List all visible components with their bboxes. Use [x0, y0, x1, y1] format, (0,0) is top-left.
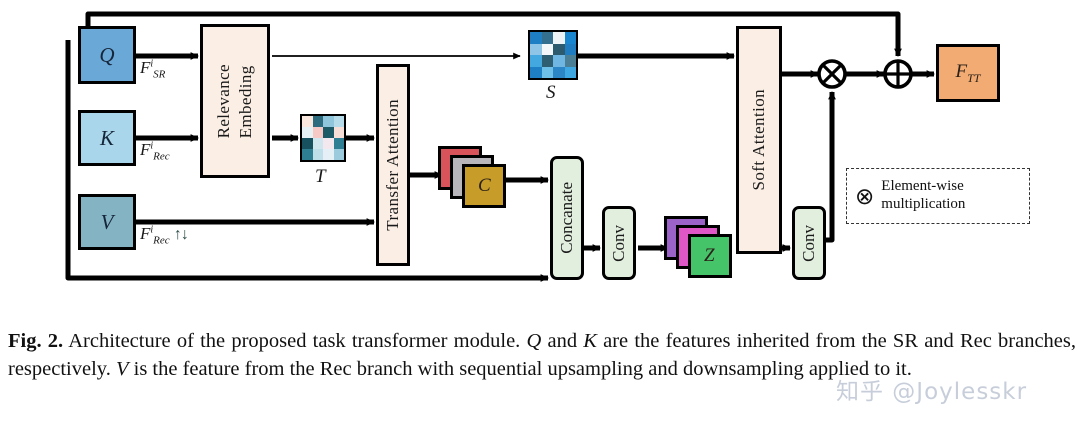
input-box-v[interactable]: V — [78, 194, 136, 250]
feature-map-layer — [688, 234, 732, 278]
matrix-s-label: S — [546, 82, 556, 103]
matrix-cell — [323, 116, 334, 127]
matrix-cell — [312, 116, 323, 127]
matrix-t — [300, 114, 346, 162]
matrix-cell — [553, 43, 565, 55]
matrix-cell — [333, 149, 344, 160]
conv-1-label: Conv — [609, 224, 628, 262]
feature-stack-c: C — [438, 146, 508, 208]
matrix-cell — [333, 138, 344, 149]
updown-arrow-icon: ↑↓ — [173, 226, 189, 243]
block-relevance-embedding[interactable]: Relevance Embeding — [200, 24, 270, 178]
matrix-cell — [323, 138, 334, 149]
matrix-cell — [530, 32, 542, 44]
output-label-ftt: FTT — [955, 60, 981, 85]
matrix-s — [528, 30, 578, 80]
concanate-label: Concanate — [557, 182, 576, 254]
matrix-cell — [564, 55, 576, 67]
matrix-cell — [541, 32, 553, 44]
matrix-cell — [553, 66, 565, 78]
architecture-diagram: Q FiSR K FiRec V FiRec ↑↓ Relevance Embe… — [65, 11, 1030, 282]
matrix-cell — [312, 149, 323, 160]
matrix-cell — [553, 55, 565, 67]
input-box-q[interactable]: Q — [78, 26, 136, 84]
input-box-k[interactable]: K — [78, 110, 136, 166]
matrix-cell — [302, 138, 313, 149]
caption-symbol-q: Q — [526, 330, 542, 352]
matrix-cell — [530, 43, 542, 55]
block-transfer-attention[interactable]: Transfer Attention — [376, 64, 410, 266]
matrix-cell — [564, 32, 576, 44]
legend-line-1: Element-wise — [881, 178, 964, 195]
caption-part-4: is the feature from the Rec branch with … — [128, 357, 912, 380]
matrix-cell — [530, 55, 542, 67]
matrix-cell — [553, 32, 565, 44]
transfer-attention-label: Transfer Attention — [383, 99, 402, 231]
feature-stack-label: Z — [704, 245, 715, 266]
feature-label-q: FiSR — [140, 58, 166, 81]
matrix-cell — [302, 127, 313, 138]
matrix-cell — [312, 127, 323, 138]
feature-label-k: FiRec — [140, 140, 170, 163]
caption-part-2: and — [541, 330, 584, 352]
multiply-icon: ⊗ — [855, 183, 875, 209]
matrix-cell — [541, 43, 553, 55]
caption-symbol-v: V — [115, 357, 129, 380]
matrix-cell — [333, 116, 344, 127]
legend-text: Element-wise multiplication — [881, 178, 965, 213]
matrix-cell — [541, 66, 553, 78]
matrix-cell — [312, 138, 323, 149]
matrix-cell — [564, 43, 576, 55]
block-conv-1[interactable]: Conv — [602, 206, 636, 280]
feature-label-v: FiRec ↑↓ — [140, 224, 189, 247]
matrix-t-label: T — [315, 166, 326, 187]
matrix-cell — [302, 149, 313, 160]
figure-label: Fig. 2. — [8, 330, 64, 352]
output-box-ftt[interactable]: FTT — [936, 44, 1000, 102]
matrix-cell — [333, 127, 344, 138]
conv-2-label: Conv — [799, 224, 818, 262]
feature-stack-label: C — [478, 175, 491, 196]
matrix-cell — [541, 55, 553, 67]
caption-part-1: Architecture of the proposed task transf… — [63, 330, 527, 352]
matrix-cell — [564, 66, 576, 78]
block-conv-2[interactable]: Conv — [792, 206, 826, 280]
relevance-embedding-line1: Relevance — [214, 63, 233, 139]
input-label-v: V — [100, 209, 114, 234]
feature-map-layer — [462, 164, 506, 208]
block-concanate[interactable]: Concanate — [550, 156, 584, 280]
input-label-k: K — [99, 125, 114, 150]
legend-line-2: multiplication — [881, 196, 966, 212]
caption-symbol-k: K — [583, 330, 597, 352]
input-label-q: Q — [99, 42, 115, 67]
matrix-cell — [323, 149, 334, 160]
legend-box: ⊗ Element-wise multiplication — [846, 168, 1030, 224]
matrix-cell — [302, 116, 313, 127]
soft-attention-label: Soft Attention — [749, 89, 768, 191]
feature-stack-z: Z — [664, 216, 734, 278]
relevance-embedding-line2: Embeding — [236, 65, 255, 139]
caption-part-3: are the features inherited from the SR a… — [8, 330, 1077, 380]
matrix-cell — [530, 66, 542, 78]
figure-caption: Fig. 2. Architecture of the proposed tas… — [8, 328, 1076, 384]
block-soft-attention[interactable]: Soft Attention — [736, 26, 782, 254]
matrix-cell — [323, 127, 334, 138]
